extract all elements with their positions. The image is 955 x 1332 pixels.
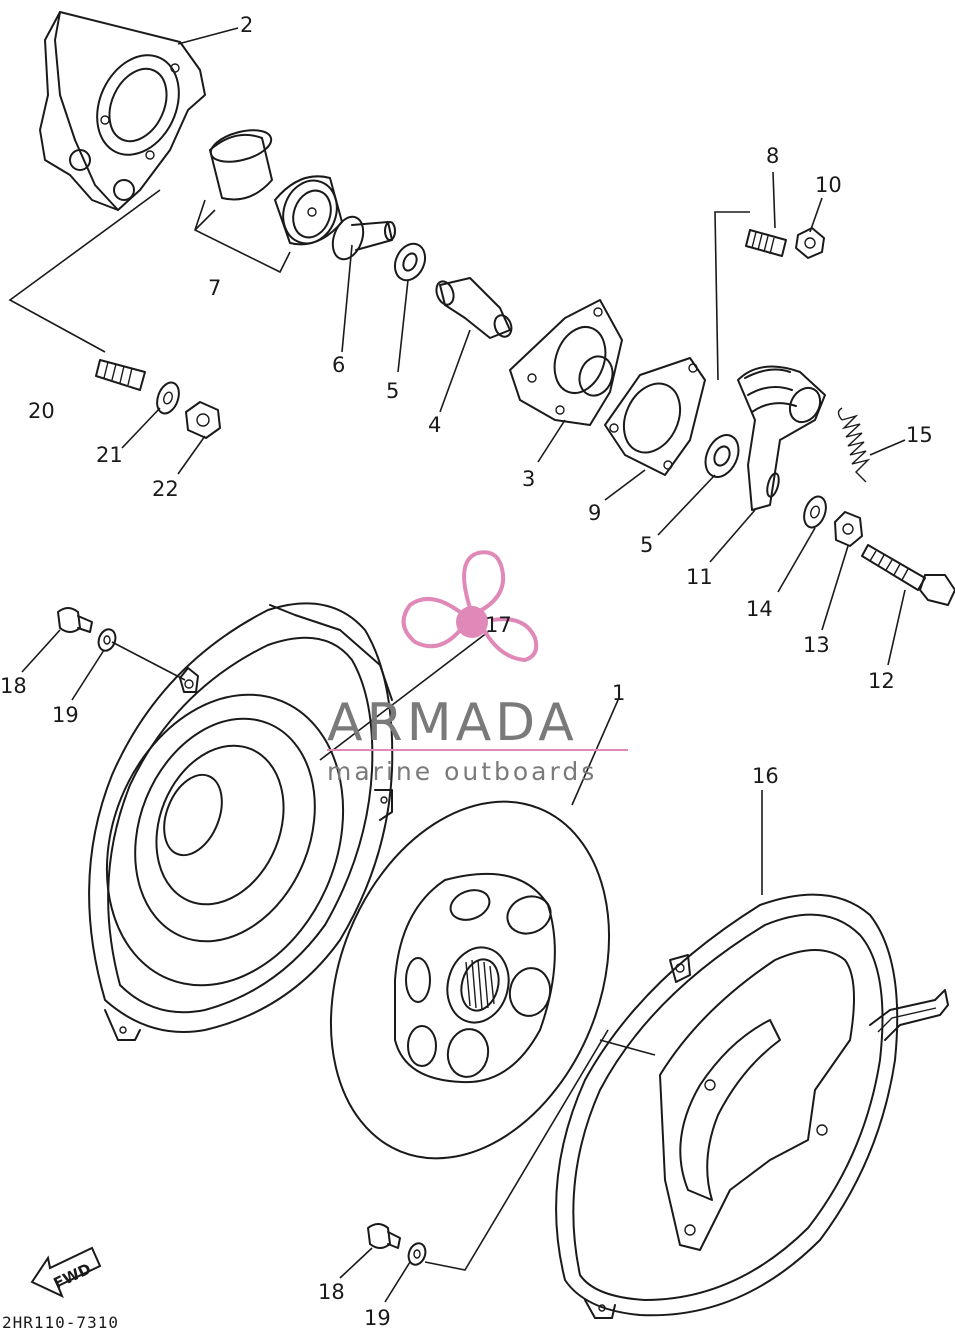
watermark-tagline: marine outboards [327,757,597,786]
part-cap-set [209,129,343,246]
part-bearing-lower [704,434,740,478]
callout-label-18: 18 [0,674,27,698]
part-bearing-upper [393,242,427,282]
part-stud-20 [95,359,146,391]
part-nut-22 [185,401,221,439]
callout-label-18-lower: 18 [318,1280,345,1304]
callout-label-8: 8 [766,144,779,168]
part-washer-19-lower [407,1242,427,1266]
part-link [435,277,513,339]
part-screw-18-lower [367,1223,401,1249]
propeller-blade-top [462,550,506,614]
callout-label-19: 19 [52,703,79,727]
callout-label-7: 7 [208,276,221,300]
callout-labels: 1 2 3 4 5 5 6 7 8 9 10 11 12 13 14 15 16… [0,13,933,1330]
part-lever-arm [737,365,826,511]
callout-label-22: 22 [152,477,179,501]
callout-label-19-lower: 19 [364,1306,391,1330]
callout-label-11: 11 [686,565,713,589]
diagram-code: 2HR110-7310 [2,1313,119,1332]
callout-label-12: 12 [868,669,895,693]
part-cover-plate [509,299,623,426]
callout-label-13: 13 [803,633,830,657]
callout-label-14: 14 [746,597,773,621]
propeller-logo [401,550,539,663]
part-bolt-12 [861,544,955,606]
callout-label-4: 4 [428,413,441,437]
part-spring [837,407,871,483]
part-shaft-diaphragm [331,215,396,261]
propeller-hub [456,606,488,638]
fwd-arrow: FWD [30,1246,102,1298]
callout-label-9: 9 [588,501,601,525]
callout-label-1: 1 [612,681,625,705]
armada-watermark: ARMADA marine outboards [327,550,628,786]
callout-label-20: 20 [28,399,55,423]
callout-label-21: 21 [96,443,123,467]
callout-label-16: 16 [752,764,779,788]
callout-label-2: 2 [240,13,253,37]
part-stud [745,229,787,257]
part-flywheel-disk [329,800,611,1160]
part-nut-10 [795,227,825,259]
part-flywheel-cover [88,602,394,1041]
part-screw-18-upper [57,607,93,633]
callout-label-6: 6 [332,353,345,377]
propeller-blade-right [482,617,539,663]
callout-label-3: 3 [522,467,535,491]
part-rear-cover [555,893,949,1319]
part-washer-21 [156,381,180,415]
part-washer-14 [803,495,827,529]
propeller-blade-left [401,596,464,649]
part-gasket [604,357,706,476]
part-washer-19-upper [97,628,117,652]
watermark-brand: ARMADA [327,693,578,753]
leader-lines [8,27,906,1303]
part-bracket-housing [39,11,206,211]
callout-label-10: 10 [815,173,842,197]
callout-label-5-lower: 5 [640,533,653,557]
callout-label-5: 5 [386,379,399,403]
callout-label-17: 17 [485,613,512,637]
callout-label-15: 15 [906,423,933,447]
part-nut-13 [834,511,863,547]
